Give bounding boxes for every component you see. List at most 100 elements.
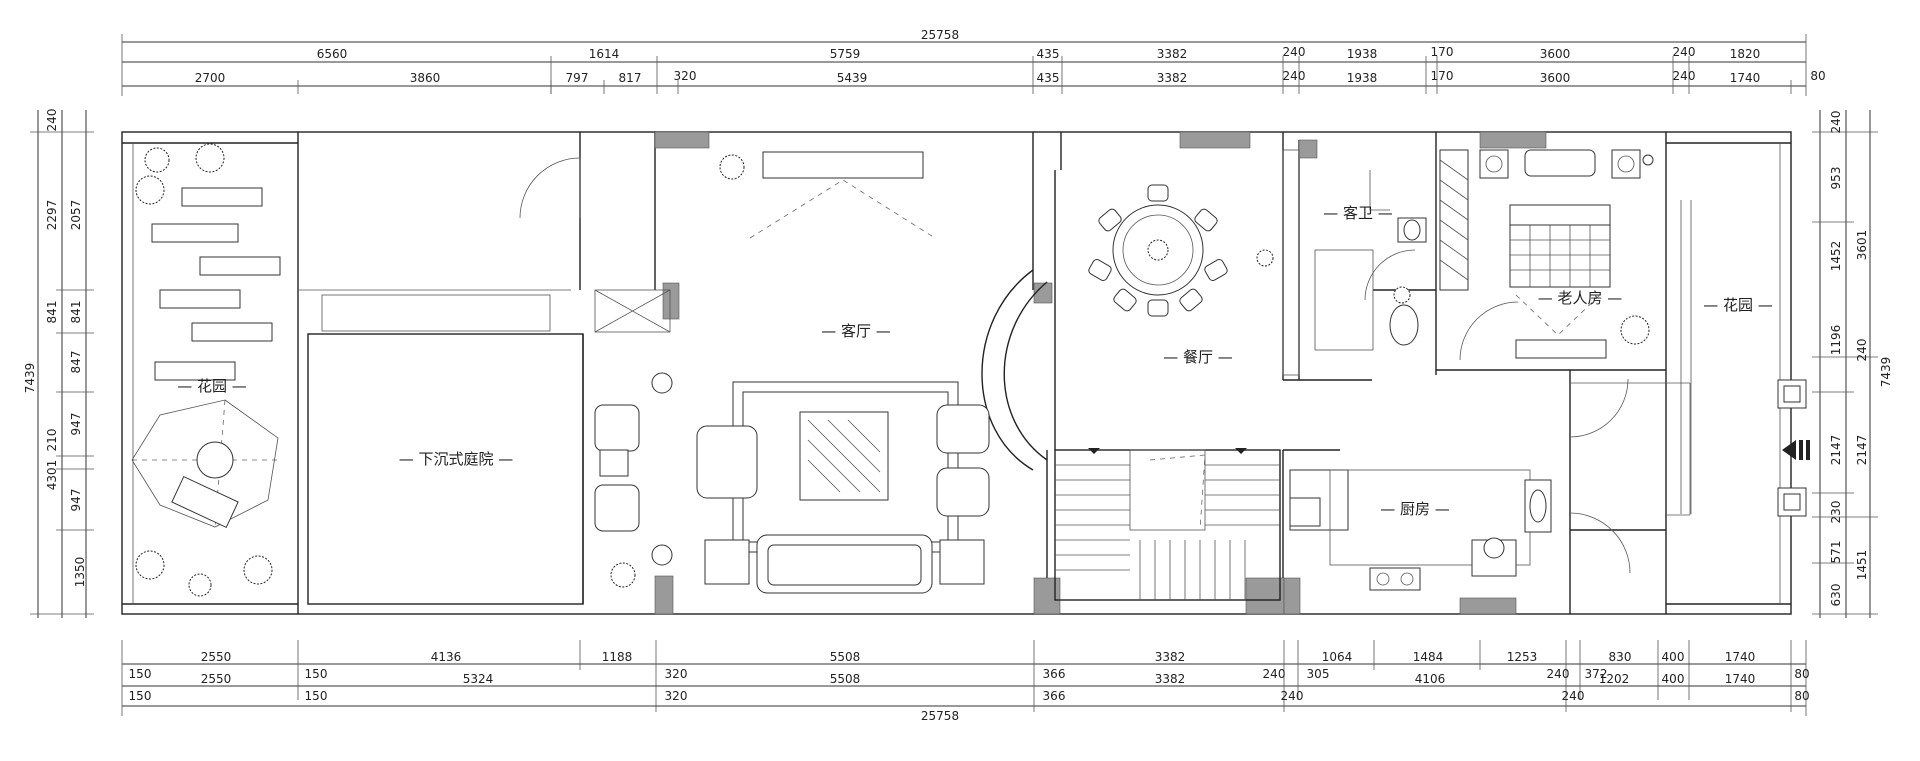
dim-right-inner-1: 953 [1829,167,1843,190]
stove-icon [1369,567,1421,591]
stepping-stone [191,322,273,342]
dim-bottom-r2-14: 80 [1794,689,1809,703]
dim-left-outer-0: 240 [45,109,59,132]
plant-icon [195,143,225,173]
dim-bottom-r1-16: 830 [1609,650,1632,664]
stepping-stone [159,289,241,309]
dim-right-outer-4: 1451 [1855,550,1869,581]
armchair [936,404,990,454]
dim-top-r1-5: 240 [1283,45,1306,59]
dim-top-r2-1: 3860 [410,71,441,85]
dim-bottom-r2-11: 1202 [1599,672,1630,686]
dim-left-outer-4: 4301 [45,460,59,491]
dim-right-inner-7: 630 [1829,584,1843,607]
plant-icon [135,550,165,580]
dim-top-r2-13: 1740 [1730,71,1761,85]
dim-bottom-r1-11: 1064 [1322,650,1353,664]
dim-bottom-r1-14: 240 [1547,667,1570,681]
dim-top-total: 25758 [921,28,959,42]
dim-bottom-r1-3: 4136 [431,650,462,664]
dim-left-inner-4: 210 [45,429,59,452]
dim-left-outer-5: 1350 [73,557,87,588]
dim-right-inner-3: 1196 [1829,325,1843,356]
label-sunken-courtyard: — 下沉式庭院 — [399,450,514,468]
dim-bottom-r1-2: 150 [305,667,328,681]
kitchen-fixtures [1289,469,1552,591]
dim-bottom-r2-5: 5508 [830,672,861,686]
dim-left-outer-2: 841 [45,301,59,324]
dim-top-r2-7: 3382 [1157,71,1188,85]
dim-right-outer-0: 3601 [1855,230,1869,261]
guest-bath-fixtures [1314,170,1427,351]
sink-icon [1529,489,1547,523]
dim-bottom-r2-1: 2550 [201,672,232,686]
dim-bottom-r2-0: 150 [129,689,152,703]
dim-top-r1-2: 5759 [830,47,861,61]
label-living-room: — 客厅 — [821,322,891,340]
dim-top-r1-3: 435 [1037,47,1060,61]
plant-icon [1393,286,1411,304]
dim-bottom-r2-4: 320 [665,689,688,703]
dim-bottom-r1-9: 240 [1263,667,1286,681]
dim-left-inner-5: 947 [69,489,83,512]
dim-right-outer-2: 240 [1855,339,1869,362]
dim-bottom-r2-3: 5324 [463,672,494,686]
plant-icon [610,562,636,588]
label-dining-room: — 餐厅 — [1163,348,1233,366]
plant-icon [1620,315,1650,345]
dim-top-r2-6: 435 [1037,71,1060,85]
dim-left-inner-3: 947 [69,413,83,436]
side-table [704,539,750,585]
dim-left-inner-2: 847 [69,351,83,374]
dim-bottom-r1-6: 5508 [830,650,861,664]
dim-top-r2-14: 80 [1810,69,1825,83]
dim-top-r1-1: 1614 [589,47,620,61]
plant-icon [188,573,212,597]
dim-bottom-r2-9: 4106 [1415,672,1446,686]
dim-bottom-r1-5: 320 [665,667,688,681]
dim-top-r2-0: 2700 [195,71,226,85]
wardrobe [1439,149,1469,291]
right-garden [1777,379,1810,517]
dim-left-inner-0: 2057 [69,200,83,231]
dim-bottom-r2-8: 240 [1281,689,1304,703]
plant-icon [243,555,273,585]
dim-top-r1-4: 3382 [1157,47,1188,61]
dim-top-r2-9: 1938 [1347,71,1378,85]
armchair [696,425,758,499]
dim-top-r2-12: 240 [1673,69,1696,83]
label-kitchen: — 厨房 — [1380,500,1450,518]
dim-bottom-r1-19: 80 [1794,667,1809,681]
dim-top-r2-3: 817 [619,71,642,85]
dim-bottom-r2-7: 3382 [1155,672,1186,686]
tv-cabinet [762,151,924,179]
dim-bottom-r1-4: 1188 [602,650,633,664]
dim-right-inner-2: 1452 [1829,241,1843,272]
stepping-stone [154,361,236,381]
plant-icon [719,154,745,180]
label-guest-bath: — 客卫 — [1323,204,1393,222]
dining-room-furniture [1088,149,1300,376]
dim-top-r2-5: 5439 [837,71,868,85]
umbrella-icon [131,399,279,528]
right-dimension-lines: 240 953 1452 1196 2147 230 571 630 3601 … [1812,110,1893,618]
dim-bottom-r1-17: 400 [1662,650,1685,664]
dim-bottom-r1-1: 2550 [201,650,232,664]
dim-right-inner-6: 571 [1829,541,1843,564]
dim-left-outer-3: 7439 [23,363,37,394]
label-garden-right: — 花园 — [1703,296,1773,314]
dim-bottom-r2-10: 240 [1562,689,1585,703]
stepping-stone [151,223,239,243]
dim-bottom-r1-7: 366 [1043,667,1066,681]
stepping-stone [199,256,281,276]
dim-right-inner-5: 230 [1829,501,1843,524]
dim-top-r2-8: 240 [1283,69,1306,83]
dim-right-inner-4: 2147 [1829,435,1843,466]
dim-top-r1-9: 240 [1673,45,1696,59]
dim-top-r2-10: 170 [1431,69,1454,83]
dim-top-r1-7: 170 [1431,45,1454,59]
dim-bottom-total: 25758 [921,709,959,723]
dim-right-inner-0: 240 [1829,111,1843,134]
side-table [939,539,985,585]
dim-bottom-r2-13: 1740 [1725,672,1756,686]
